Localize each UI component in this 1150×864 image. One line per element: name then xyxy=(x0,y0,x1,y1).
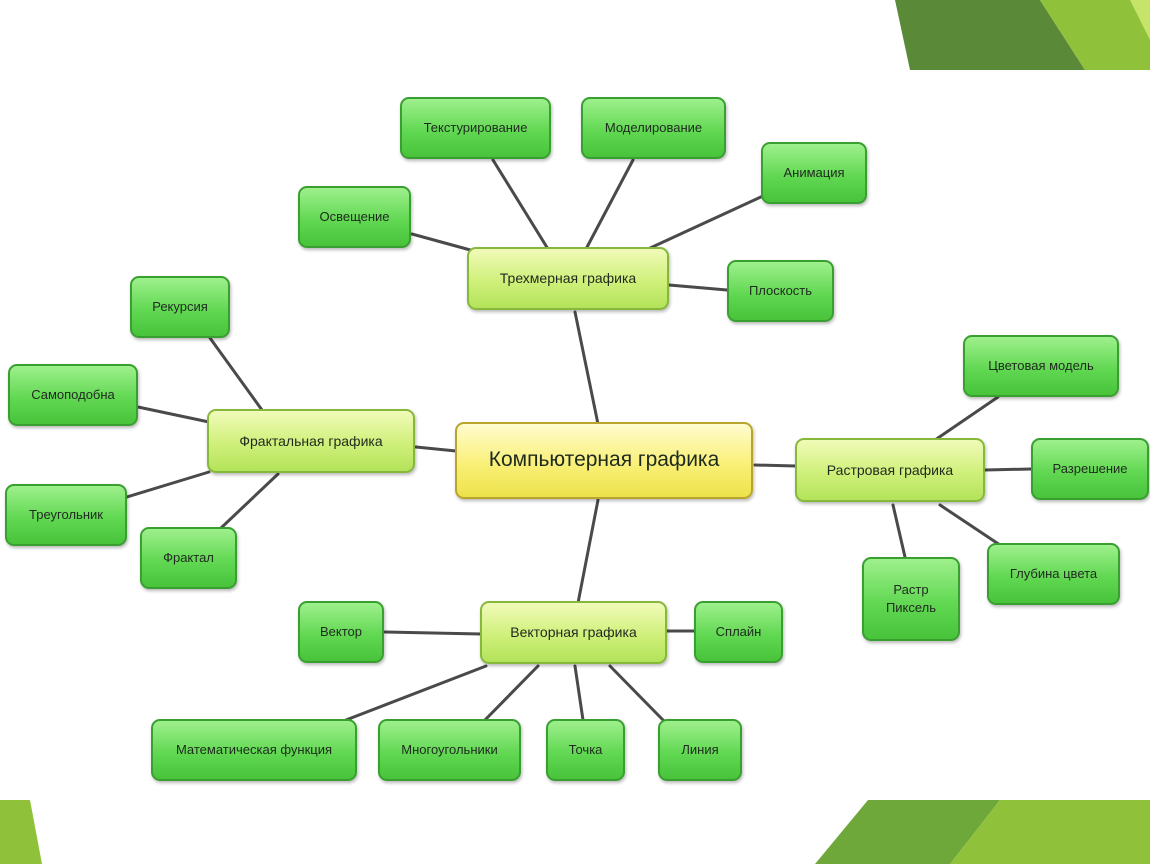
connector-model xyxy=(584,158,635,251)
node-leaf-triangle: Треугольник xyxy=(5,484,127,546)
top-right-accent-shape xyxy=(1130,0,1150,40)
node-leaf-fractal: Фрактал xyxy=(140,527,237,589)
connector-resol xyxy=(983,467,1033,472)
node-leaf-modeling: Моделирование xyxy=(581,97,726,159)
node-branch-raster: Растровая графика xyxy=(795,438,985,502)
node-branch-vector: Векторная графика xyxy=(480,601,667,664)
connector-recur xyxy=(208,336,264,412)
connector-plane xyxy=(667,283,729,292)
node-root: Компьютерная графика xyxy=(455,422,753,499)
connector-mathf xyxy=(344,664,488,722)
node-leaf-animation: Анимация xyxy=(761,142,867,204)
connector-point xyxy=(573,664,585,722)
node-leaf-math-function: Математическая функция xyxy=(151,719,357,781)
connector-line xyxy=(608,664,665,722)
node-leaf-recursion: Рекурсия xyxy=(130,276,230,338)
node-leaf-texturing: Текстурирование xyxy=(400,97,551,159)
connector-anim xyxy=(646,194,765,251)
bottom-left-shape xyxy=(0,800,42,864)
bottom-right-dark-shape xyxy=(815,800,1000,864)
node-branch-3d: Трехмерная графика xyxy=(467,247,669,310)
top-right-light-shape xyxy=(1040,0,1150,70)
node-leaf-self-similar: Самоподобна xyxy=(8,364,138,426)
node-leaf-color-depth: Глубина цвета xyxy=(987,543,1120,605)
connector-selfsim xyxy=(136,405,211,424)
node-leaf-raster-pixel: Растр Пиксель xyxy=(862,557,960,641)
node-leaf-spline: Сплайн xyxy=(694,601,783,663)
connector-tri xyxy=(125,470,211,499)
connector-bvec xyxy=(576,498,600,605)
connector-vector xyxy=(383,630,483,636)
node-leaf-point: Точка xyxy=(546,719,625,781)
node-leaf-line: Линия xyxy=(658,719,742,781)
node-leaf-color-model: Цветовая модель xyxy=(963,335,1119,397)
connector-tex xyxy=(491,158,550,251)
node-leaf-vector: Вектор xyxy=(298,601,384,663)
connector-light xyxy=(410,232,476,253)
connector-fractal xyxy=(219,472,280,530)
node-leaf-polygons: Многоугольники xyxy=(378,719,521,781)
connector-raster xyxy=(891,503,907,559)
node-branch-fractal: Фрактальная графика xyxy=(207,409,415,473)
connector-b3d xyxy=(573,310,600,426)
bottom-right-light-shape xyxy=(950,800,1150,864)
connector-brast xyxy=(753,463,798,468)
node-leaf-plane: Плоскость xyxy=(727,260,834,322)
node-leaf-lighting: Освещение xyxy=(298,186,411,248)
connector-bfrac xyxy=(414,445,458,453)
node-leaf-resolution: Разрешение xyxy=(1031,438,1149,500)
connector-colormodel xyxy=(933,395,1000,442)
top-right-dark-shape xyxy=(895,0,1085,70)
connector-depth xyxy=(938,503,1002,547)
connector-poly xyxy=(483,664,540,722)
